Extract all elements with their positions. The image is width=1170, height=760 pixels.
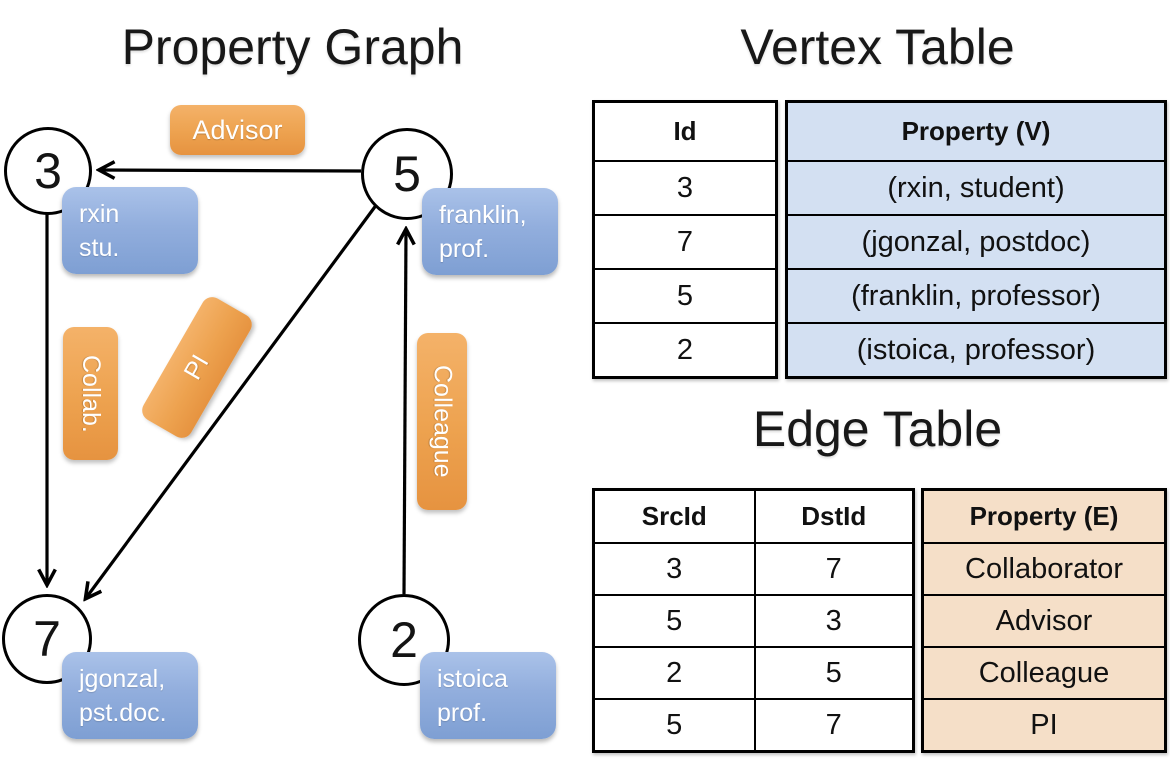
vertex-label-istoica: istoica prof. — [420, 652, 556, 739]
vertex-property-cell: (rxin, student) — [788, 160, 1164, 214]
edge-colleague-arrow — [404, 230, 406, 595]
vertex-id-cell: 3 — [595, 160, 775, 214]
edge-advisor-arrow — [100, 170, 362, 171]
edge-property-cell: Advisor — [924, 594, 1164, 646]
vertex-label-line1: rxin — [79, 200, 120, 228]
vertex-id-header: Id — [673, 116, 697, 146]
edge-property-cell: PI — [924, 698, 1164, 750]
vertex-table-id-column: Id 3 7 5 2 — [592, 100, 778, 379]
edge-srcid-header: SrcId — [641, 501, 707, 531]
edge-label-colleague: Colleague — [417, 333, 467, 510]
vertex-label-franklin: franklin, prof. — [422, 188, 558, 275]
edge-dstid-cell: 7 — [753, 698, 912, 750]
vertex-label-line2: pst.doc. — [79, 698, 167, 727]
edge-dstid-cell: 3 — [753, 594, 912, 646]
edge-dstid-cell: 5 — [753, 646, 912, 698]
edge-property-cell: Colleague — [924, 646, 1164, 698]
property-graph-title: Property Graph — [121, 19, 464, 75]
edge-srcid-cell: 3 — [595, 542, 754, 594]
vertex-label-line1: istoica — [437, 665, 508, 693]
vertex-id-cell: 5 — [595, 268, 775, 322]
edge-property-cell: Collaborator — [924, 542, 1164, 594]
edge-srcid-cell: 2 — [595, 646, 754, 698]
vertex-table-property-column: Property (V) (rxin, student) (jgonzal, p… — [785, 100, 1167, 379]
edge-pi-arrow — [86, 203, 379, 598]
vertex-id-cell: 2 — [595, 322, 775, 376]
node-id: 5 — [393, 146, 421, 202]
edge-table-src-dst-columns: SrcId DstId 3 7 5 3 2 5 5 7 — [592, 488, 915, 753]
graph-node-2: 2 — [358, 594, 450, 686]
edge-srcid-cell: 5 — [595, 594, 754, 646]
edge-property-header: Property (E) — [924, 491, 1164, 542]
node-id: 3 — [34, 143, 62, 199]
graph-node-5: 5 — [361, 128, 453, 220]
vertex-label-rxin: rxin stu. — [62, 187, 198, 274]
vertex-property-cell: (franklin, professor) — [788, 268, 1164, 322]
vertex-label-jgonzal: jgonzal, pst.doc. — [62, 652, 198, 739]
vertex-label-line1: franklin, — [439, 201, 527, 229]
tables-panel: Vertex Table Id 3 7 5 2 Property (V) (rx… — [585, 0, 1170, 760]
edge-srcid-cell: 5 — [595, 698, 754, 750]
graph-edges-canvas — [0, 0, 585, 760]
node-id: 2 — [390, 612, 418, 668]
vertex-label-line1: jgonzal, — [79, 665, 166, 693]
edge-dstid-header: DstId — [753, 491, 913, 542]
vertex-label-line2: prof. — [439, 234, 490, 263]
vertex-property-header: Property (V) — [788, 103, 1164, 160]
vertex-property-cell: (istoica, professor) — [788, 322, 1164, 376]
vertex-table: Id 3 7 5 2 Property (V) (rxin, student) … — [592, 100, 1167, 379]
edge-label-advisor: Advisor — [170, 105, 305, 155]
edge-table: SrcId DstId 3 7 5 3 2 5 5 7 Property (E)… — [592, 488, 1167, 753]
property-graph-panel: Property Graph 3 5 7 2 Advisor Col — [0, 0, 585, 760]
edge-table-property-column: Property (E) Collaborator Advisor Collea… — [921, 488, 1167, 753]
vertex-table-title: Vertex Table — [740, 19, 1015, 75]
vertex-label-line2: stu. — [79, 233, 120, 262]
vertex-property-cell: (jgonzal, postdoc) — [788, 214, 1164, 268]
edge-table-title: Edge Table — [752, 401, 1003, 457]
edge-label-collab: Collab. — [63, 327, 118, 460]
node-id: 7 — [33, 611, 61, 667]
vertex-label-line2: prof. — [437, 698, 488, 727]
edge-dstid-cell: 7 — [753, 542, 912, 594]
vertex-id-cell: 7 — [595, 214, 775, 268]
